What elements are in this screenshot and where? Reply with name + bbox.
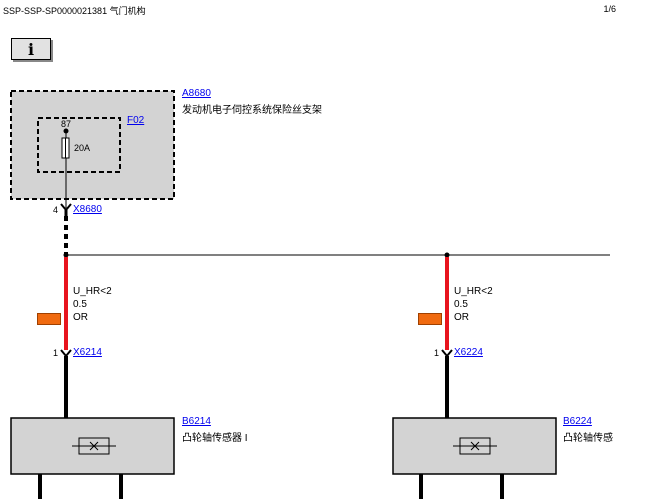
fuse-id-link[interactable]: F02 bbox=[127, 115, 145, 126]
sensor-left-name: 凸轮轴传感器 I bbox=[182, 433, 248, 444]
sensor-left-id-link[interactable]: B6214 bbox=[182, 416, 211, 427]
fuse-pin-number: 87 bbox=[61, 119, 72, 129]
wire-left-color-code: OR bbox=[73, 312, 88, 323]
wire-left-color-swatch bbox=[37, 313, 61, 325]
wire-right-size: 0.5 bbox=[454, 299, 468, 310]
sensor-right-name: 凸轮轴传感器 II bbox=[563, 433, 613, 443]
wire-right-color-code: OR bbox=[454, 312, 469, 323]
page-number: 1/6 bbox=[603, 4, 616, 14]
wire-left-signal: U_HR<2 bbox=[73, 286, 112, 297]
wire-right-pin: 1 bbox=[434, 348, 440, 358]
connector-x6224-icon bbox=[441, 349, 453, 358]
info-icon: i bbox=[27, 39, 35, 59]
wire-left-pin: 1 bbox=[53, 348, 59, 358]
connector-x6224-link[interactable]: X6224 bbox=[454, 347, 483, 358]
wire-right-color-swatch bbox=[418, 313, 442, 325]
sensor-left-icon bbox=[72, 437, 116, 455]
fuse-rating: 20A bbox=[74, 143, 91, 153]
splice-dot-right bbox=[444, 252, 450, 258]
splice-dot-left bbox=[63, 252, 69, 258]
connector-top-pin: 4 bbox=[53, 205, 59, 215]
connector-top-link[interactable]: X8680 bbox=[73, 204, 102, 215]
sensor-right-icon bbox=[453, 437, 497, 455]
info-button[interactable]: i bbox=[11, 38, 51, 60]
connector-x6214-icon bbox=[60, 349, 72, 358]
connector-x6214-link[interactable]: X6214 bbox=[73, 347, 102, 358]
fuse-box-name: 发动机电子伺控系统保险丝支架 bbox=[182, 105, 322, 116]
fuse-inner-outline bbox=[37, 117, 121, 173]
sensor-right-name-clip: 凸轮轴传感器 II bbox=[563, 429, 613, 443]
document-id: SSP-SSP-SP0000021381 气门机构 bbox=[3, 6, 146, 16]
fuse-box-id-link[interactable]: A8680 bbox=[182, 88, 211, 99]
wire-left-size: 0.5 bbox=[73, 299, 87, 310]
sensor-right-id-link[interactable]: B6224 bbox=[563, 416, 592, 427]
fuse-box-outline bbox=[10, 90, 175, 200]
wire-right-signal: U_HR<2 bbox=[454, 286, 493, 297]
